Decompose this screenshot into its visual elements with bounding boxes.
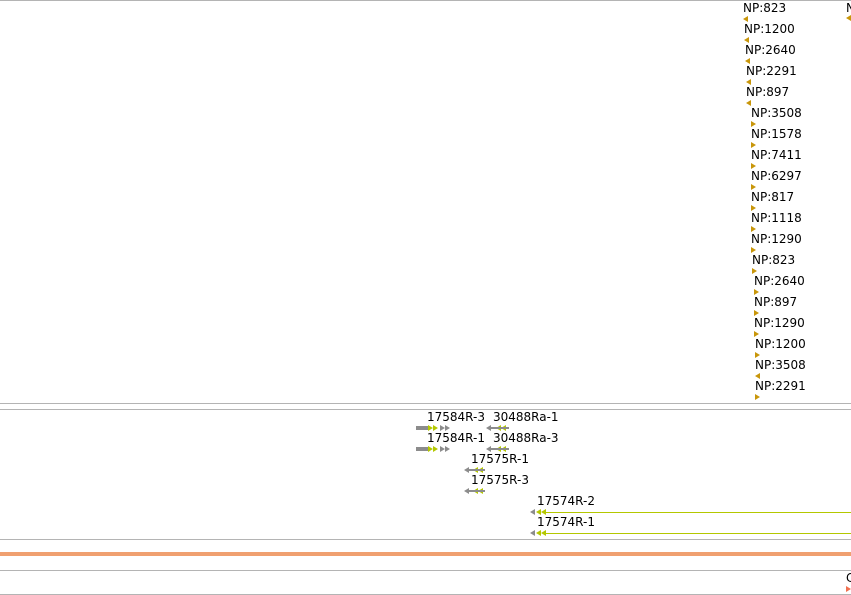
gene-arrow <box>464 467 469 473</box>
gene-label: 17575R-3 <box>471 473 529 487</box>
track-divider <box>0 409 851 410</box>
np-feature-label: NP:2640 <box>754 274 805 288</box>
gene-bar <box>491 427 509 429</box>
gene-label: 17574R-1 <box>537 515 595 529</box>
track-top-border <box>0 0 851 1</box>
strand-right-icon <box>751 121 756 127</box>
np-feature-label: NP:7411 <box>751 148 802 162</box>
strand-left-icon <box>755 373 760 379</box>
gene-bar <box>416 447 428 451</box>
gene-arrow <box>440 425 445 431</box>
gene-arrow <box>530 509 535 515</box>
strand-right-icon <box>751 142 756 148</box>
strand-right-icon <box>751 184 756 190</box>
np-feature-label: NP:3508 <box>751 106 802 120</box>
strand-right-icon <box>752 268 757 274</box>
gene-label: 17575R-1 <box>471 452 529 466</box>
gene-bar <box>469 469 485 471</box>
strand-right-icon <box>751 226 756 232</box>
np-feature-label: NP:823 <box>743 1 787 15</box>
np-feature-label: NP:823 <box>752 253 796 267</box>
sequence-band <box>0 552 851 556</box>
gene-arrow <box>464 488 469 494</box>
np-feature-label: NP:1290 <box>754 316 805 330</box>
gene-arrow <box>428 425 433 431</box>
strand-left-icon <box>745 58 750 64</box>
gene-arrow <box>433 425 438 431</box>
strand-left-icon <box>746 79 751 85</box>
bottom-edge-label[interactable]: C <box>846 571 851 585</box>
track-divider <box>0 570 851 571</box>
gene-arrow <box>536 530 541 536</box>
strand-right-icon <box>751 163 756 169</box>
gene-arrow <box>445 425 450 431</box>
np-feature-label: NP:2291 <box>755 379 806 393</box>
strand-right-icon <box>751 247 756 253</box>
strand-right-icon <box>755 352 760 358</box>
gene-arrow <box>433 446 438 452</box>
bottom-feature-track: C <box>0 570 851 594</box>
gene-label: 30488Ra-1 <box>493 410 559 424</box>
gene-arrow <box>541 530 546 536</box>
np-edge-marker[interactable] <box>846 15 851 21</box>
gene-arrow <box>541 509 546 515</box>
np-feature-label: NP:2640 <box>745 43 796 57</box>
gene-intron-line <box>544 533 851 534</box>
track-divider <box>0 403 851 404</box>
strand-left-icon <box>746 100 751 106</box>
gene-intron-line <box>544 512 851 513</box>
strand-right-icon <box>754 331 759 337</box>
gene-bar <box>469 490 485 492</box>
np-edge-label[interactable]: N <box>846 1 851 15</box>
np-feature-label: NP:897 <box>754 295 798 309</box>
gene-label: 17574R-2 <box>537 494 595 508</box>
np-feature-label: NP:1118 <box>751 211 802 225</box>
np-feature-label: NP:1200 <box>744 22 795 36</box>
np-feature-label: NP:1200 <box>755 337 806 351</box>
gene-arrow <box>486 425 491 431</box>
strand-right-icon <box>751 205 756 211</box>
strand-right-icon <box>755 394 760 400</box>
strand-left-icon <box>744 37 749 43</box>
gene-arrow <box>440 446 445 452</box>
gene-bar <box>416 426 428 430</box>
strand-right-icon <box>754 289 759 295</box>
gene-bar <box>491 448 509 450</box>
gene-label: 17584R-1 <box>427 431 485 445</box>
bottom-edge-marker[interactable] <box>846 586 851 592</box>
np-feature-label: NP:817 <box>751 190 795 204</box>
gene-arrow <box>530 530 535 536</box>
gene-label: 17584R-3 <box>427 410 485 424</box>
gene-arrow <box>428 446 433 452</box>
np-feature-label: NP:897 <box>746 85 790 99</box>
gene-feature-track: 17584R-3 30488Ra-1 17584R-1 30488Ra-3 17… <box>0 409 851 539</box>
gene-arrow <box>445 446 450 452</box>
strand-right-icon <box>754 310 759 316</box>
np-feature-label: NP:1290 <box>751 232 802 246</box>
np-feature-label: NP:1578 <box>751 127 802 141</box>
np-feature-label: NP:2291 <box>746 64 797 78</box>
gene-arrow <box>486 446 491 452</box>
track-divider <box>0 539 851 540</box>
strand-left-icon <box>743 16 748 22</box>
gene-label: 30488Ra-3 <box>493 431 559 445</box>
np-feature-label: NP:6297 <box>751 169 802 183</box>
gene-arrow <box>536 509 541 515</box>
np-feature-label: NP:3508 <box>755 358 806 372</box>
